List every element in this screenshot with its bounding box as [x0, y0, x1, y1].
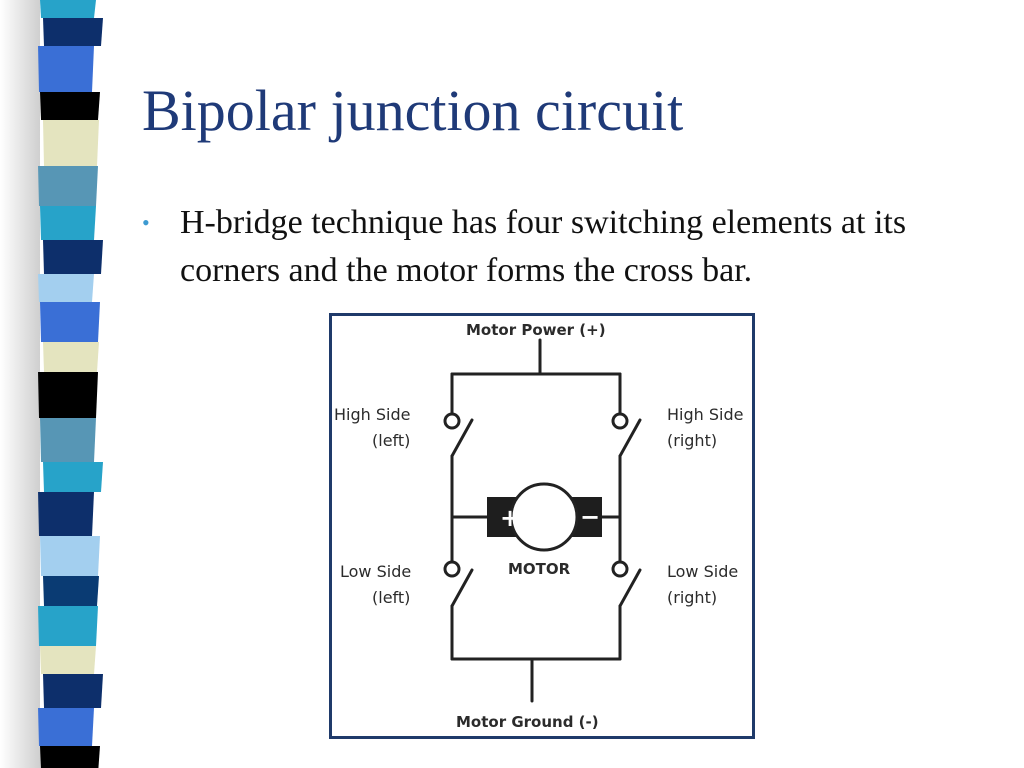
stripe-segment	[40, 418, 96, 462]
stripe-segment	[40, 536, 100, 576]
bullet-text: H-bridge technique has four switching el…	[180, 204, 907, 289]
stripe-segment	[38, 492, 94, 536]
high-side-right-sublabel: (right)	[667, 431, 717, 450]
low-side-right-sublabel: (right)	[667, 588, 717, 607]
motor-label: MOTOR	[508, 560, 571, 578]
high-left-contact-top	[443, 412, 461, 430]
high-right-contact-top	[611, 412, 629, 430]
stripe-segment	[38, 274, 94, 302]
stripe-segment	[43, 18, 103, 46]
motor-plus-terminal: +	[500, 504, 520, 532]
stripe-segment	[43, 120, 99, 166]
high-side-left-sublabel: (left)	[372, 431, 410, 450]
stripe-segment	[40, 206, 96, 240]
low-right-switch	[618, 568, 642, 608]
motor-ground-label: Motor Ground (-)	[456, 713, 599, 731]
stripe-segment	[38, 46, 94, 92]
stripe-segment	[43, 576, 99, 606]
stripe-segment	[43, 240, 103, 274]
motor-rotor	[509, 482, 579, 552]
h-bridge-svg: + − Motor Power (+) Motor Ground (-) MOT…	[334, 321, 743, 731]
stripe-segment	[43, 342, 99, 372]
bullet-item: • H-bridge technique has four switching …	[142, 199, 1002, 295]
high-left-switch	[450, 418, 474, 458]
low-side-left-sublabel: (left)	[372, 588, 410, 607]
stripe-segment	[40, 92, 100, 120]
high-side-left-label: High Side	[334, 405, 410, 424]
stripe-segment	[40, 0, 96, 18]
stripe-segment	[40, 646, 96, 674]
stripe-segment	[43, 462, 103, 492]
low-side-left-label: Low Side	[340, 562, 411, 581]
stripe-segment	[38, 708, 94, 746]
stripe-shadow	[0, 0, 40, 768]
slide-title: Bipolar junction circuit	[142, 78, 684, 143]
decorative-stripe-bar	[0, 0, 103, 768]
motor-power-label: Motor Power (+)	[466, 321, 606, 339]
low-right-contact-top	[611, 560, 629, 578]
stripe-segment	[38, 372, 98, 418]
stripe-segment	[38, 166, 98, 206]
bullet-marker: •	[142, 210, 150, 235]
low-left-contact-top	[443, 560, 461, 578]
stripe-segment	[43, 674, 103, 708]
stripe-segment	[40, 302, 100, 342]
low-left-switch	[450, 568, 474, 608]
motor-minus-terminal: −	[580, 503, 600, 531]
stripe-segment	[40, 746, 100, 768]
stripe-segment	[38, 606, 98, 646]
low-side-right-label: Low Side	[667, 562, 738, 581]
high-right-switch	[618, 418, 642, 458]
high-side-right-label: High Side	[667, 405, 743, 424]
h-bridge-diagram: + − Motor Power (+) Motor Ground (-) MOT…	[329, 313, 755, 739]
